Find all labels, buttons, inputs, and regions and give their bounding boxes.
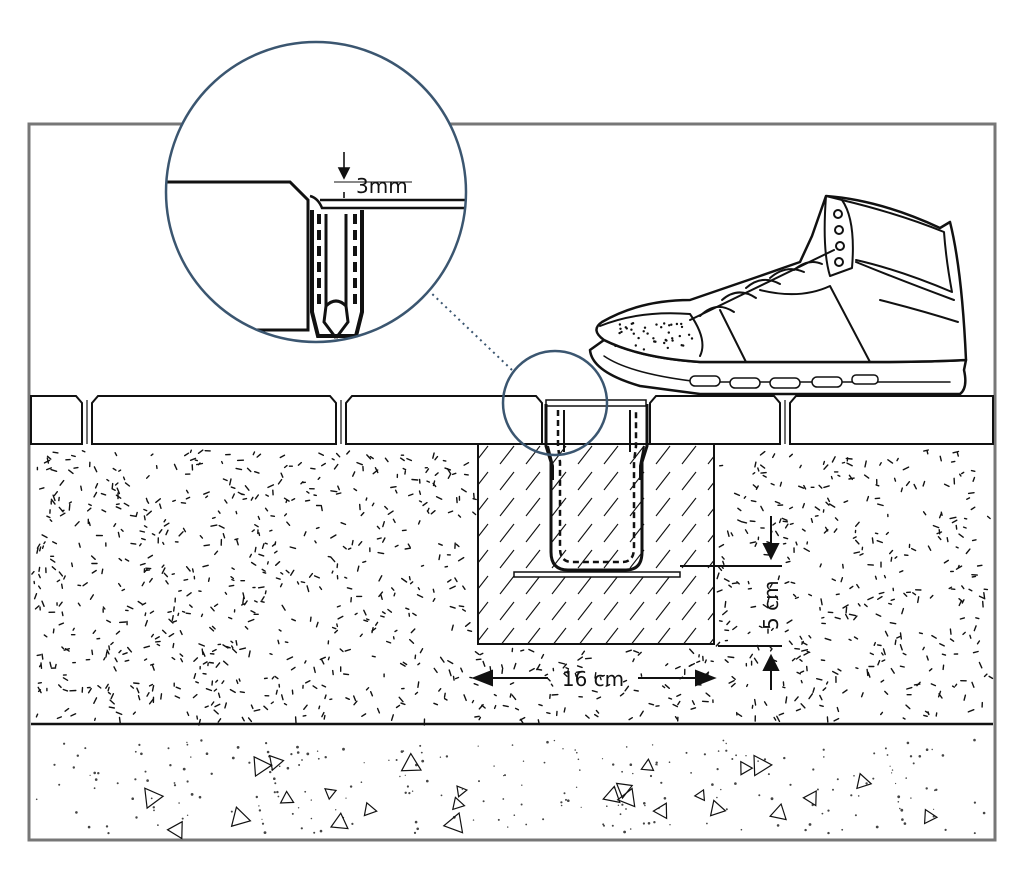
sneaker-icon: [588, 194, 968, 396]
gap-label: 3mm: [356, 174, 408, 198]
magnified-detail: 3mm: [164, 40, 468, 344]
gravel-base-layer: [35, 738, 986, 840]
width-label: 16 cm: [562, 667, 624, 691]
depth-label: 5 cm: [759, 580, 783, 630]
width-dimension: [471, 669, 717, 687]
paving-slabs: [30, 395, 994, 445]
concrete-bedding: [477, 443, 715, 645]
outer-frame: [27, 122, 997, 842]
depth-dimension: [680, 516, 782, 690]
detail-callout: [427, 289, 609, 457]
channel-drain: [513, 399, 681, 578]
